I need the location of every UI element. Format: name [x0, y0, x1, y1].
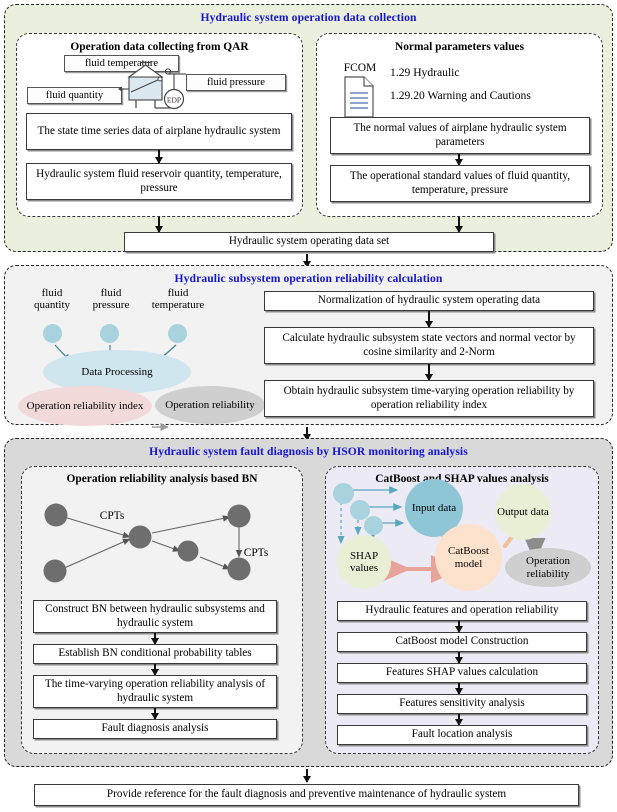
- tag-fluid-pressure: fluid pressure: [186, 74, 286, 91]
- process-box-catboost-3: Features SHAP values calculation: [337, 663, 587, 683]
- node-input-quantity: [43, 324, 62, 343]
- node-operation-reliability-index: Operation reliability index: [18, 386, 152, 426]
- node-catboost-model-label: CatBoost model: [448, 545, 489, 570]
- section-title-fault-diagnosis: Hydraulic system fault diagnosis by HSOR…: [149, 445, 468, 458]
- node-shap-values-label: SHAP values: [349, 549, 379, 574]
- node-operation-reliability-right-label: Operation reliability: [526, 555, 570, 580]
- document-icon: [344, 76, 374, 118]
- arrow-normal-to-dataset: [458, 217, 460, 232]
- process-box-footer: Provide reference for the fault diagnosi…: [34, 784, 579, 806]
- process-box-middle-3: Obtain hydraulic subsystem time-varying …: [264, 380, 594, 417]
- arrow-middle-1-to-2: [428, 311, 430, 327]
- fcom-line-1: 1.29 Hydraulic: [390, 66, 460, 79]
- bayesian-network-graph: [43, 503, 251, 583]
- node-output-data-label: Output data: [497, 505, 549, 518]
- process-box-qar-1: The state time series data of airplane h…: [26, 113, 292, 150]
- process-box-bn-3: The time-varying operation reliability a…: [33, 675, 277, 708]
- node-input-pressure: [100, 324, 119, 343]
- panel-title-qar: Operation data collecting from QAR: [70, 41, 249, 53]
- fcom-doc-label: FCOM: [343, 62, 377, 74]
- panel-title-bn-analysis: Operation reliability analysis based BN: [66, 473, 258, 485]
- arrow-catboost-3-to-4: [458, 683, 460, 694]
- arrow-bn-2-to-3: [154, 664, 156, 675]
- node-feature-2: [350, 500, 370, 520]
- node-data-processing-label: Data Processing: [81, 365, 153, 378]
- node-shap-values: SHAP values: [337, 535, 391, 589]
- arrow-catboost-4-to-5: [458, 714, 460, 725]
- node-operation-reliability-label: Operation reliability: [165, 398, 255, 411]
- node-feature-1: [333, 483, 354, 504]
- process-box-bn-2: Establish BN conditional probability tab…: [33, 644, 277, 664]
- arrow-bn-3-to-4: [154, 708, 156, 719]
- arrow-qar-1-to-2: [158, 150, 160, 163]
- node-feature-3: [364, 516, 383, 535]
- process-box-catboost-5: Fault location analysis: [337, 725, 587, 745]
- node-input-data-label: Input data: [411, 501, 457, 514]
- arrow-qar-to-dataset: [158, 217, 160, 232]
- arrow-catboost-1-to-2: [458, 621, 460, 632]
- label-fluid-temperature: fluid temperature: [151, 287, 205, 312]
- arrow-bottom-to-footer: [306, 769, 308, 782]
- node-catboost-model: CatBoost model: [435, 524, 502, 591]
- process-box-normal-2: The operational standard values of fluid…: [330, 165, 590, 202]
- node-input-temperature: [168, 324, 187, 343]
- process-box-normal-1: The normal values of airplane hydraulic …: [330, 117, 590, 154]
- arrow-middle-to-bottom: [306, 427, 308, 440]
- arrow-normal-1-to-2: [458, 154, 460, 165]
- process-box-catboost-4: Features sensitivity analysis: [337, 694, 587, 714]
- label-fluid-quantity: fluid quantity: [33, 287, 71, 312]
- tag-fluid-temperature: fluid temperature: [64, 55, 179, 72]
- node-output-data: Output data: [495, 484, 551, 540]
- section-title-data-collection: Hydraulic system operation data collecti…: [200, 11, 417, 24]
- process-box-operating-dataset: Hydraulic system operating data set: [124, 232, 494, 252]
- svg-text:EDP: EDP: [167, 96, 181, 105]
- process-box-bn-1: Construct BN between hydraulic subsystem…: [33, 600, 277, 633]
- process-box-catboost-2: CatBoost model Construction: [337, 632, 587, 652]
- process-box-bn-4: Fault diagnosis analysis: [33, 719, 277, 739]
- node-reliability-index-label: Operation reliability index: [26, 399, 144, 412]
- arrow-top-to-middle: [306, 254, 308, 267]
- arrow-middle-2-to-3: [428, 364, 430, 380]
- bn-label-cpts-1: CPTs: [99, 510, 125, 522]
- panel-title-normal-parameters: Normal parameters values: [394, 41, 525, 53]
- process-box-qar-2: Hydraulic system fluid reservoir quantit…: [26, 163, 292, 200]
- arrow-bn-1-to-2: [154, 633, 156, 644]
- arrow-catboost-2-to-3: [458, 652, 460, 663]
- node-operation-reliability: Operation reliability: [155, 386, 265, 424]
- reservoir-schematic-svg: EDP: [118, 61, 186, 110]
- bn-label-cpts-2: CPTs: [243, 547, 269, 559]
- label-fluid-pressure: fluid pressure: [92, 287, 130, 312]
- section-title-reliability-calculation: Hydraulic subsystem operation reliabilit…: [174, 272, 443, 285]
- process-box-middle-2: Calculate hydraulic subsystem state vect…: [264, 327, 594, 364]
- node-operation-reliability-right: Operation reliability: [505, 548, 591, 587]
- process-box-catboost-1: Hydraulic features and operation reliabi…: [337, 601, 587, 621]
- fcom-line-2: 1.29.20 Warning and Cautions: [390, 89, 531, 102]
- tag-fluid-quantity: fluid quantity: [27, 87, 122, 104]
- process-box-middle-1: Normalization of hydraulic system operat…: [264, 291, 594, 311]
